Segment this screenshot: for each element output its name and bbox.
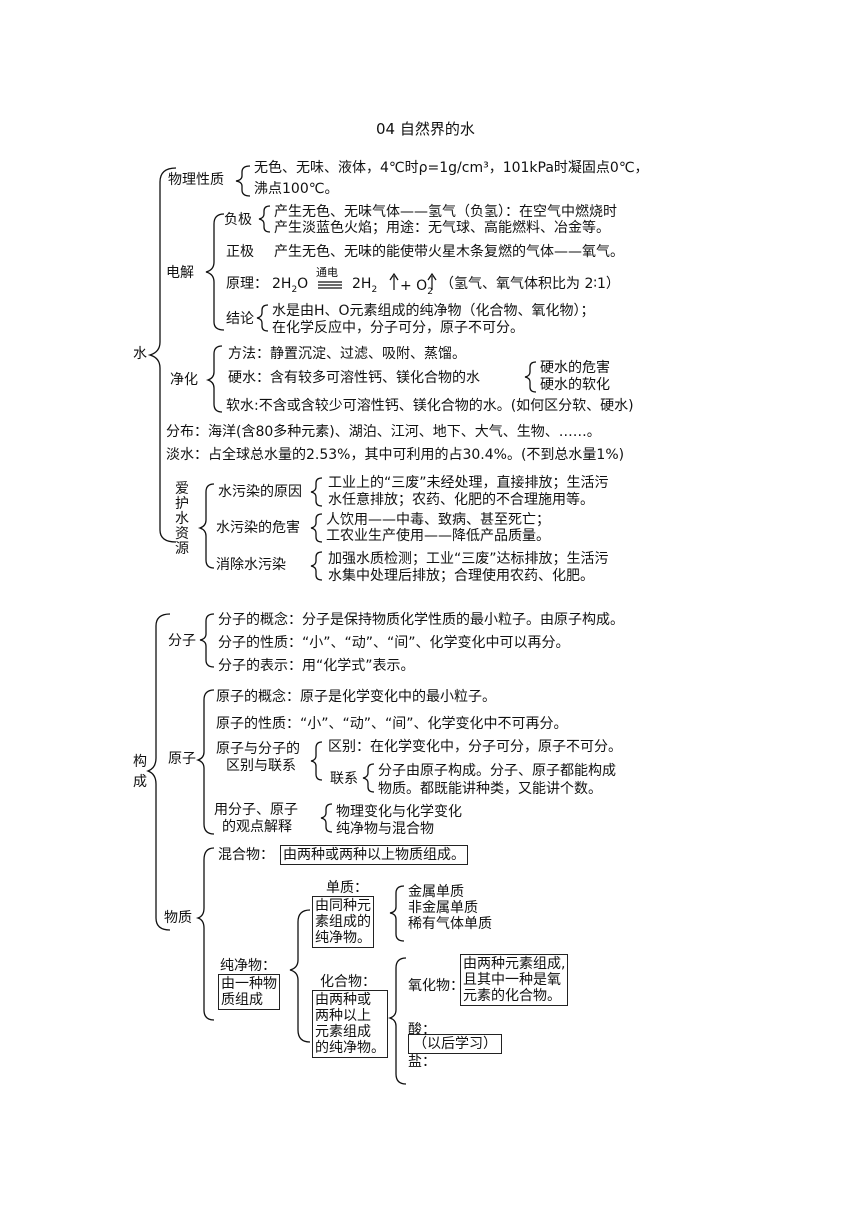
atom-molecule-link-line-1: 分子由原子构成。分子、原子都能构成 bbox=[378, 763, 616, 779]
molecule-concept: 分子的概念：分子是保持物质化学性质的最小粒子。由原子构成。 bbox=[218, 612, 624, 628]
atom-molecule-diff: 区别：在化学变化中，分子可分，原子不可分。 bbox=[328, 739, 622, 755]
protect-water-label: 爱护水资源 bbox=[175, 481, 189, 557]
pure-substance-label: 纯净物： bbox=[220, 958, 276, 974]
pure-substance-definition-box: 由一种物 质组成 bbox=[218, 974, 280, 1010]
molecule-property: 分子的性质：“小”、“动”、“间”、化学变化中可以再分。 bbox=[218, 635, 570, 651]
oxide-label: 氧化物： bbox=[408, 978, 464, 994]
pure-def-line-2: 质组成 bbox=[221, 992, 263, 1008]
atom-molecule-diff-label-1: 原子与分子的 bbox=[216, 741, 300, 757]
pollution-cause-line-2: 水任意排放；农药、化肥的不合理施用等。 bbox=[328, 492, 594, 508]
mixture-label: 混合物： bbox=[218, 847, 274, 863]
molecule-label: 分子 bbox=[168, 633, 196, 649]
hard-water-soften: 硬水的软化 bbox=[540, 377, 610, 393]
element-substance-definition-box: 由同种元 素组成的 纯净物。 bbox=[312, 896, 374, 948]
compound-def-line-3: 元素组成 bbox=[315, 1024, 371, 1040]
pollution-harm-line-2: 工农业生产使用——降低产品质量。 bbox=[326, 528, 550, 544]
molecule-notation: 分子的表示：用“化学式”表示。 bbox=[218, 658, 415, 674]
atom-molecule-diff-label-2: 区别与联系 bbox=[226, 758, 296, 774]
oxide-definition-box: 由两种元素组成, 且其中一种是氧 元素的化合物。 bbox=[460, 954, 569, 1006]
compound-def-line-2: 两种以上 bbox=[315, 1008, 371, 1024]
physical-line-2: 沸点100℃。 bbox=[254, 181, 339, 197]
physical-line-1: 无色、无味、液体，4℃时ρ=1g/cm³，101kPa时凝固点0℃， bbox=[254, 160, 649, 176]
principle-label: 原理： bbox=[226, 276, 268, 292]
equation-note: （氢气、氧气体积比为 2∶1） bbox=[440, 276, 620, 292]
element-kind-metal: 金属单质 bbox=[408, 884, 464, 900]
atom-concept: 原子的概念：原子是化学变化中的最小粒子。 bbox=[216, 689, 496, 705]
page-title: 04 自然界的水 bbox=[376, 120, 475, 138]
oxide-def-line-3: 元素的化合物。 bbox=[463, 988, 561, 1004]
hard-water: 硬水：含有较多可溶性钙、镁化合物的水 bbox=[228, 370, 480, 386]
pollution-fix-line-2: 水集中处理后排放；合理使用农药、化肥。 bbox=[328, 568, 594, 584]
positive-pole-label: 正极 bbox=[226, 244, 254, 260]
purify-label: 净化 bbox=[170, 372, 198, 388]
explain-line-1: 物理变化与化学变化 bbox=[336, 804, 462, 820]
equation-left: 2H2O bbox=[272, 276, 309, 295]
atom-molecule-link-label: 联系 bbox=[330, 771, 358, 787]
conclusion-label: 结论 bbox=[226, 311, 254, 327]
element-def-line-3: 纯净物。 bbox=[315, 930, 371, 946]
matter-label: 物质 bbox=[164, 910, 192, 926]
explain-label-2: 的观点解释 bbox=[222, 819, 292, 835]
composition-root-label: 构成 bbox=[133, 754, 147, 790]
learn-later-text: （以后学习） bbox=[413, 1036, 497, 1052]
pollution-harm-line-1: 人饮用——中毒、致病、甚至死亡； bbox=[326, 512, 550, 528]
element-def-line-2: 素组成的 bbox=[315, 914, 371, 930]
explain-label-1: 用分子、原子 bbox=[214, 802, 298, 818]
compound-label: 化合物： bbox=[320, 974, 376, 990]
conclusion-line-2: 在化学反应中，分子可分，原子不可分。 bbox=[272, 320, 524, 336]
water-root-label: 水 bbox=[133, 346, 147, 362]
element-def-line-1: 由同种元 bbox=[315, 898, 371, 914]
negative-line-1: 产生无色、无味气体——氢气（负氢）：在空气中燃烧时 bbox=[274, 204, 617, 220]
equation-right-2: + O2 bbox=[400, 278, 433, 297]
learn-later-box: （以后学习） bbox=[408, 1034, 502, 1054]
electrolysis-label: 电解 bbox=[166, 265, 194, 281]
explain-line-2: 纯净物与混合物 bbox=[336, 821, 434, 837]
element-kind-noble-gas: 稀有气体单质 bbox=[408, 916, 492, 932]
pollution-fix-line-1: 加强水质检测；工业“三废”达标排放；生活污 bbox=[328, 551, 609, 567]
equation-right-1: 2H2 bbox=[352, 276, 378, 295]
water-distribution: 分布：海洋(含80多种元素)、湖泊、江河、地下、大气、生物、……。 bbox=[166, 424, 601, 440]
atom-molecule-link-line-2: 物质。都既能讲种类，又能讲个数。 bbox=[378, 781, 602, 797]
pure-def-line-1: 由一种物 bbox=[221, 976, 277, 992]
negative-line-2: 产生淡蓝色火焰；用途：无气球、高能燃料、冶金等。 bbox=[274, 220, 610, 236]
salt-label: 盐： bbox=[408, 1054, 436, 1070]
pollution-cause-line-1: 工业上的“三废”未经处理，直接排放；生活污 bbox=[328, 475, 609, 491]
element-kind-nonmetal: 非金属单质 bbox=[408, 900, 478, 916]
oxide-def-line-2: 且其中一种是氧 bbox=[463, 972, 561, 988]
compound-def-line-4: 的纯净物。 bbox=[315, 1040, 385, 1056]
hard-water-harm: 硬水的危害 bbox=[540, 360, 610, 376]
compound-definition-box: 由两种或 两种以上 元素组成 的纯净物。 bbox=[312, 990, 388, 1058]
positive-pole-text: 产生无色、无味的能使带火星木条复燃的气体——氧气。 bbox=[274, 244, 624, 260]
conclusion-line-1: 水是由H、O元素组成的纯净物（化合物、氧化物）； bbox=[272, 303, 595, 319]
equation-condition: 通电 bbox=[316, 266, 338, 279]
soft-water: 软水:不含或含较少可溶性钙、镁化合物的水。(如何区分软、硬水) bbox=[226, 398, 634, 414]
atom-property: 原子的性质：“小”、“动”、“间”、化学变化中不可再分。 bbox=[216, 716, 568, 732]
compound-def-line-1: 由两种或 bbox=[315, 992, 371, 1008]
oxide-def-line-1: 由两种元素组成, bbox=[463, 956, 566, 972]
atom-label: 原子 bbox=[168, 751, 196, 767]
element-substance-label: 单质： bbox=[326, 880, 368, 896]
purify-method: 方法：静置沉淀、过滤、吸附、蒸馏。 bbox=[228, 346, 466, 362]
negative-pole-label: 负极 bbox=[224, 212, 252, 228]
pollution-cause-label: 水污染的原因 bbox=[218, 484, 302, 500]
pollution-harm-label: 水污染的危害 bbox=[216, 520, 300, 536]
physical-property-label: 物理性质 bbox=[168, 172, 224, 188]
mixture-definition-box: 由两种或两种以上物质组成。 bbox=[280, 845, 468, 865]
pollution-fix-label: 消除水污染 bbox=[216, 557, 286, 573]
fresh-water: 淡水：占全球总水量的2.53%，其中可利用的占30.4%。(不到总水量1%) bbox=[166, 447, 625, 463]
mixture-definition: 由两种或两种以上物质组成。 bbox=[283, 847, 465, 863]
